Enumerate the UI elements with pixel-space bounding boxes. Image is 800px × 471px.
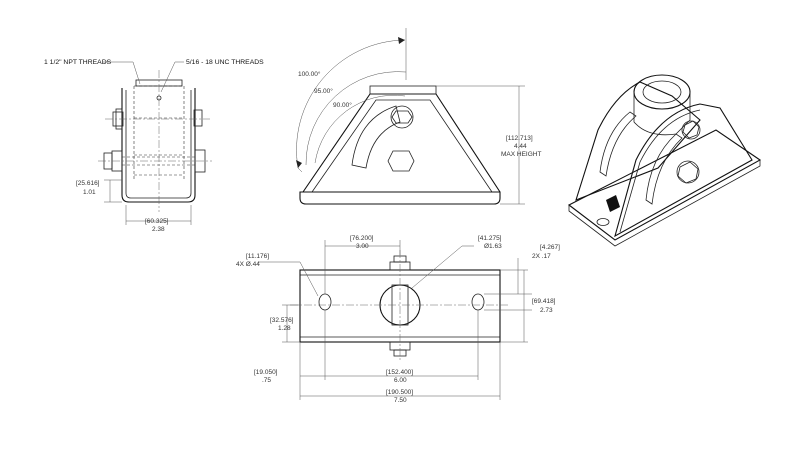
max-height-mm: [112.713]: [506, 135, 533, 142]
front-top-boss: [369, 85, 437, 95]
angle-95-label: 95.00°: [314, 87, 333, 95]
max-height-in: 4.44: [514, 143, 527, 150]
side-view: [98, 61, 212, 225]
side-bracket-inner: [125, 90, 192, 199]
front-upper-bolt-washer: [390, 105, 414, 129]
top-hole-right: [471, 293, 485, 311]
iso-pipe-bore: [642, 80, 682, 104]
unc-threads-note: 5/16 - 18 UNC THREADS: [186, 59, 264, 66]
side-pipe-hidden: [133, 86, 185, 180]
front-base-plate: [299, 191, 501, 205]
front-lower-bolt-head: [387, 150, 415, 172]
iso-label-plate: [606, 195, 620, 212]
hole-spacing-mm: [152.400]: [386, 369, 413, 376]
slot-in: 2X .17: [532, 253, 551, 260]
edge-mm: [19.050]: [254, 369, 278, 376]
side-height-in: 1.01: [83, 189, 96, 196]
front-upper-bolt-head: [391, 110, 413, 124]
unc-leader: [160, 61, 184, 93]
iso-back-slot: [599, 111, 637, 177]
angle-100-label: 100.00°: [298, 70, 321, 78]
top-view: [258, 240, 532, 400]
hole-spacing-in: 6.00: [394, 377, 407, 384]
offset-mm: [32.576]: [270, 317, 294, 324]
hole-dia-mm: [11.176]: [246, 253, 269, 260]
front-view: [296, 28, 525, 205]
iso-back-wing: [575, 81, 701, 201]
side-height-mm: [25.616]: [76, 180, 100, 187]
side-bracket-outline: [121, 88, 196, 203]
angle-arc-90: [314, 95, 406, 164]
isometric-view: [567, 74, 762, 247]
angle-arc-100: [296, 39, 406, 169]
side-width-in: 2.38: [152, 226, 165, 233]
angle-90-label: 90.00°: [333, 101, 352, 109]
offset-in: 1.28: [278, 325, 291, 332]
width-mm: [69.418]: [532, 298, 556, 305]
hole-count-dia: 4X Ø.44: [236, 261, 260, 268]
angle-arc-95: [305, 71, 407, 166]
center-dist-in: 3.00: [356, 243, 369, 250]
pipe-dia-mm: [41.275]: [478, 235, 502, 242]
side-width-mm: [60.325]: [145, 218, 169, 225]
slot-mm: [4.267]: [540, 244, 560, 251]
iso-mount-hole: [596, 218, 610, 226]
overall-mm: [190.500]: [386, 389, 413, 396]
overall-in: 7.50: [394, 397, 407, 404]
width-in: 2.73: [540, 307, 553, 314]
iso-lower-bolt: [677, 161, 699, 184]
iso-front-wing: [614, 103, 753, 238]
max-height-label: MAX HEIGHT: [501, 151, 541, 158]
annotations: 1 1/2" NPT THREADS 5/16 - 18 UNC THREADS…: [44, 59, 560, 404]
pipe-dia-leader: [411, 245, 474, 289]
pipe-dia-in: Ø1.63: [484, 243, 502, 250]
npt-leader: [103, 61, 141, 85]
center-dist-mm: [76.200]: [350, 235, 374, 242]
top-hole-left: [318, 293, 332, 311]
iso-front-slot: [645, 133, 683, 205]
edge-in: .75: [262, 377, 271, 384]
front-curved-slot: [351, 105, 401, 169]
npt-threads-note: 1 1/2" NPT THREADS: [44, 59, 112, 66]
